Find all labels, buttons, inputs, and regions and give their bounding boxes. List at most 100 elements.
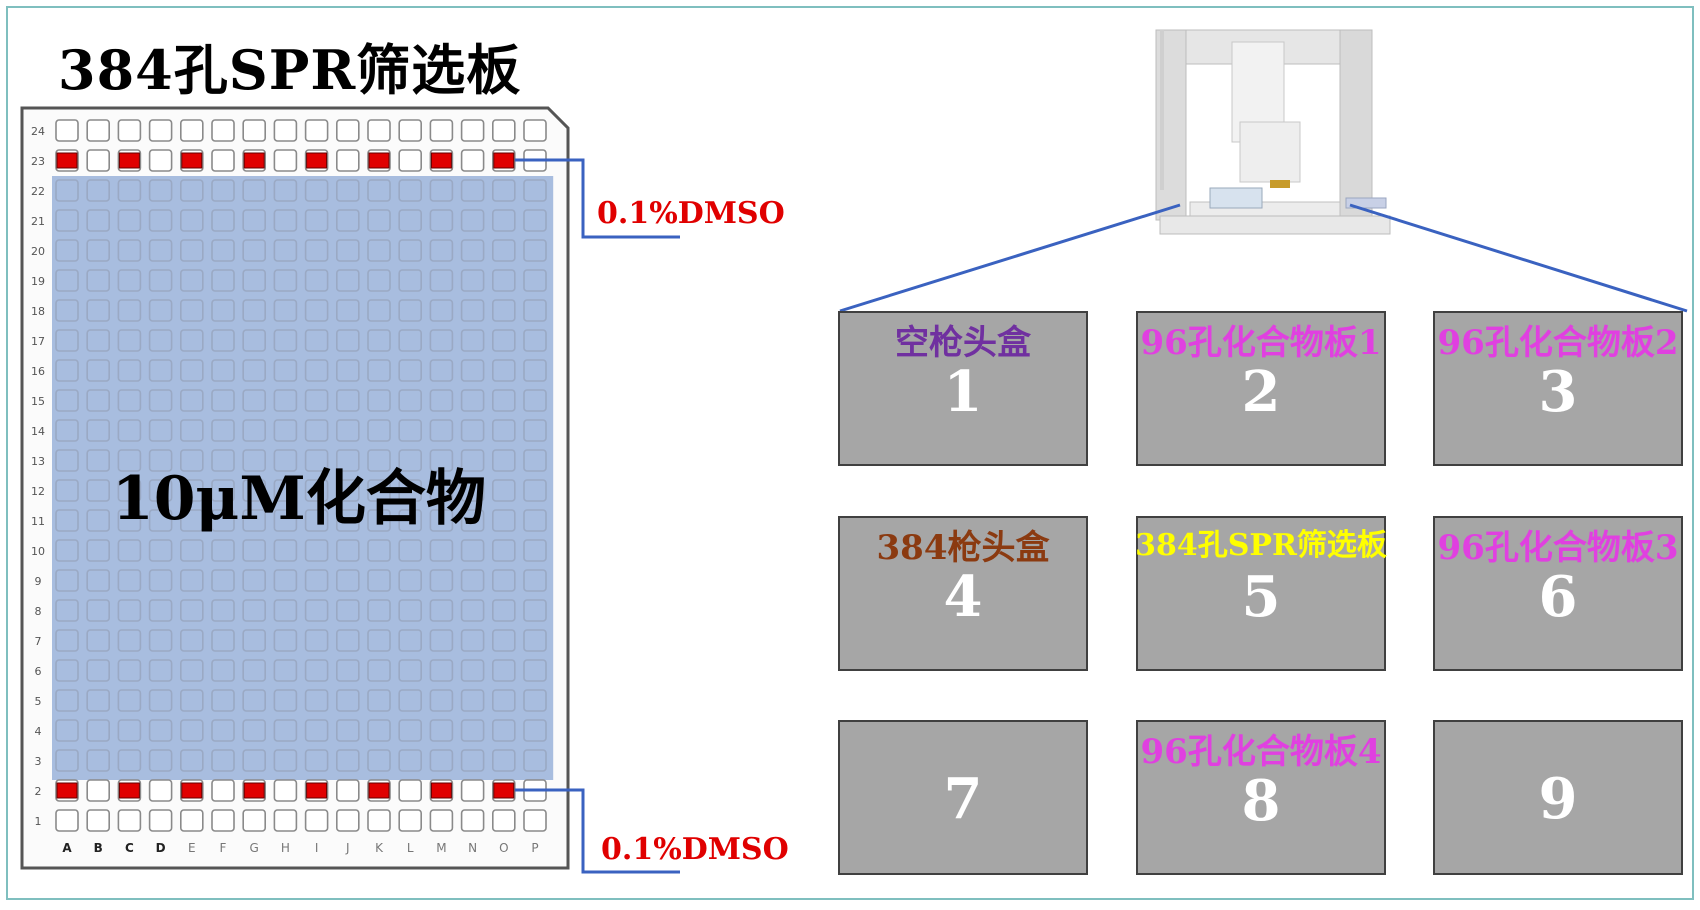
well — [117, 629, 142, 652]
row-label: 14 — [31, 425, 45, 438]
deck-slot-number: 7 — [943, 766, 983, 832]
dmso-well — [243, 152, 265, 169]
well — [460, 779, 485, 802]
well — [460, 569, 485, 592]
dmso-well — [430, 782, 452, 799]
well — [86, 329, 110, 352]
row-label: 21 — [31, 215, 45, 228]
well — [242, 329, 266, 352]
well — [367, 539, 391, 562]
well — [398, 599, 423, 622]
dmso-well — [56, 782, 78, 799]
row-label: 3 — [35, 755, 42, 768]
well — [491, 719, 516, 742]
deck-slot-number: 8 — [1241, 768, 1281, 834]
dmso-connector-top — [514, 158, 680, 239]
well — [460, 149, 485, 172]
well — [180, 179, 204, 202]
well — [304, 119, 329, 142]
deck-slot-label: 96孔化合物板4 — [1140, 732, 1382, 772]
dmso-label-bottom: 0.1%DMSO — [601, 832, 789, 867]
well — [273, 239, 298, 262]
well — [429, 389, 454, 412]
well — [304, 509, 329, 532]
well — [335, 509, 360, 532]
deck-slot-number: 9 — [1538, 766, 1578, 832]
figure-frame — [6, 6, 1694, 900]
well — [429, 329, 454, 352]
well — [460, 689, 485, 712]
well — [180, 359, 204, 382]
well — [55, 749, 79, 772]
well — [491, 299, 516, 322]
well — [211, 179, 235, 202]
well — [211, 209, 235, 232]
well — [273, 569, 298, 592]
well — [304, 359, 329, 382]
well — [491, 749, 516, 772]
well — [86, 209, 110, 232]
deck-slot-number: 6 — [1538, 564, 1578, 630]
well — [211, 719, 235, 742]
well — [398, 179, 423, 202]
well — [180, 629, 204, 652]
well — [335, 299, 360, 322]
well — [460, 299, 485, 322]
well — [117, 269, 142, 292]
well — [180, 239, 204, 262]
well — [117, 389, 142, 412]
well — [86, 269, 110, 292]
well — [367, 629, 391, 652]
well — [86, 119, 110, 142]
well — [523, 179, 547, 202]
well — [367, 419, 391, 442]
well — [148, 539, 173, 562]
well — [304, 239, 329, 262]
well — [148, 479, 173, 502]
dmso-label-top: 0.1%DMSO — [597, 196, 785, 231]
well — [55, 269, 79, 292]
well — [211, 779, 235, 802]
well — [273, 749, 298, 772]
well — [148, 359, 173, 382]
well — [523, 119, 547, 142]
well — [148, 299, 173, 322]
row-label: 19 — [31, 275, 45, 288]
well — [148, 209, 173, 232]
well — [55, 299, 79, 322]
well — [304, 449, 329, 472]
well — [211, 689, 235, 712]
well — [117, 329, 142, 352]
well — [429, 809, 454, 832]
well — [242, 599, 266, 622]
well — [242, 479, 266, 502]
well — [273, 629, 298, 652]
well — [242, 359, 266, 382]
well — [367, 689, 391, 712]
well — [491, 449, 516, 472]
well — [335, 689, 360, 712]
well — [335, 629, 360, 652]
well — [86, 419, 110, 442]
deck-slot-label: 96孔化合物板3 — [1437, 528, 1679, 568]
column-label: H — [281, 841, 290, 855]
well — [180, 119, 204, 142]
well — [523, 629, 547, 652]
well — [398, 569, 423, 592]
well — [55, 659, 79, 682]
well — [211, 449, 235, 472]
row-label: 16 — [31, 365, 45, 378]
row-label: 9 — [35, 575, 42, 588]
well — [148, 809, 173, 832]
well — [55, 419, 79, 442]
well — [335, 239, 360, 262]
column-label: F — [220, 841, 227, 855]
well — [86, 779, 110, 802]
well — [335, 599, 360, 622]
well — [335, 659, 360, 682]
well — [367, 569, 391, 592]
well — [55, 119, 79, 142]
column-label: K — [375, 841, 384, 855]
well — [523, 659, 547, 682]
